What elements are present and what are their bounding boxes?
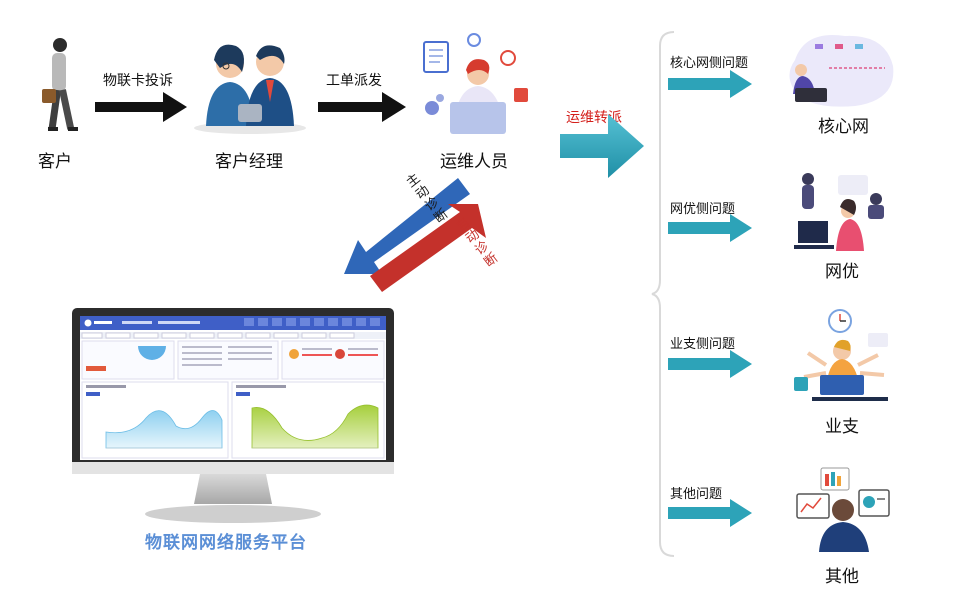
branch-bracket bbox=[651, 31, 675, 557]
customer-label: 客户 bbox=[38, 152, 72, 172]
complaint-arrow bbox=[95, 92, 187, 122]
ops-label: 运维人员 bbox=[440, 152, 508, 172]
branch-issue-core: 核心网侧问题 bbox=[670, 56, 749, 71]
branch-arrow-other bbox=[668, 499, 752, 527]
arrow2-label: 工单派发 bbox=[326, 73, 382, 89]
other-issues-icon bbox=[796, 467, 890, 552]
diagnosis-arrows bbox=[344, 178, 486, 292]
branch-dest-core: 核心网 bbox=[818, 117, 869, 137]
branch-dest-netopt: 网优 bbox=[825, 262, 859, 282]
network-optimization-icon bbox=[794, 173, 884, 251]
ticket-arrow bbox=[318, 92, 406, 122]
branch-arrow-bss bbox=[668, 350, 752, 378]
branch-issue-bss: 业支侧问题 bbox=[670, 337, 736, 352]
platform-monitor bbox=[72, 308, 394, 523]
branch-arrow-netopt bbox=[668, 214, 752, 242]
business-support-icon bbox=[794, 309, 888, 401]
platform-title: 物联网网络服务平台 bbox=[145, 533, 307, 553]
branch-issue-other: 其他问题 bbox=[670, 487, 723, 502]
branch-issue-netopt: 网优侧问题 bbox=[670, 202, 736, 217]
core-network-icon bbox=[789, 35, 894, 107]
ops-staff-icon bbox=[423, 33, 528, 134]
manager-label: 客户经理 bbox=[215, 152, 283, 172]
branch-dest-other: 其他 bbox=[825, 567, 859, 587]
dispatch-arrow bbox=[560, 114, 644, 178]
branch-arrow-core bbox=[668, 70, 752, 98]
customer-icon bbox=[42, 38, 78, 131]
branch-dest-bss: 业支 bbox=[825, 417, 859, 437]
account-manager-icon bbox=[194, 44, 306, 134]
arrow1-label: 物联卡投诉 bbox=[103, 73, 173, 89]
